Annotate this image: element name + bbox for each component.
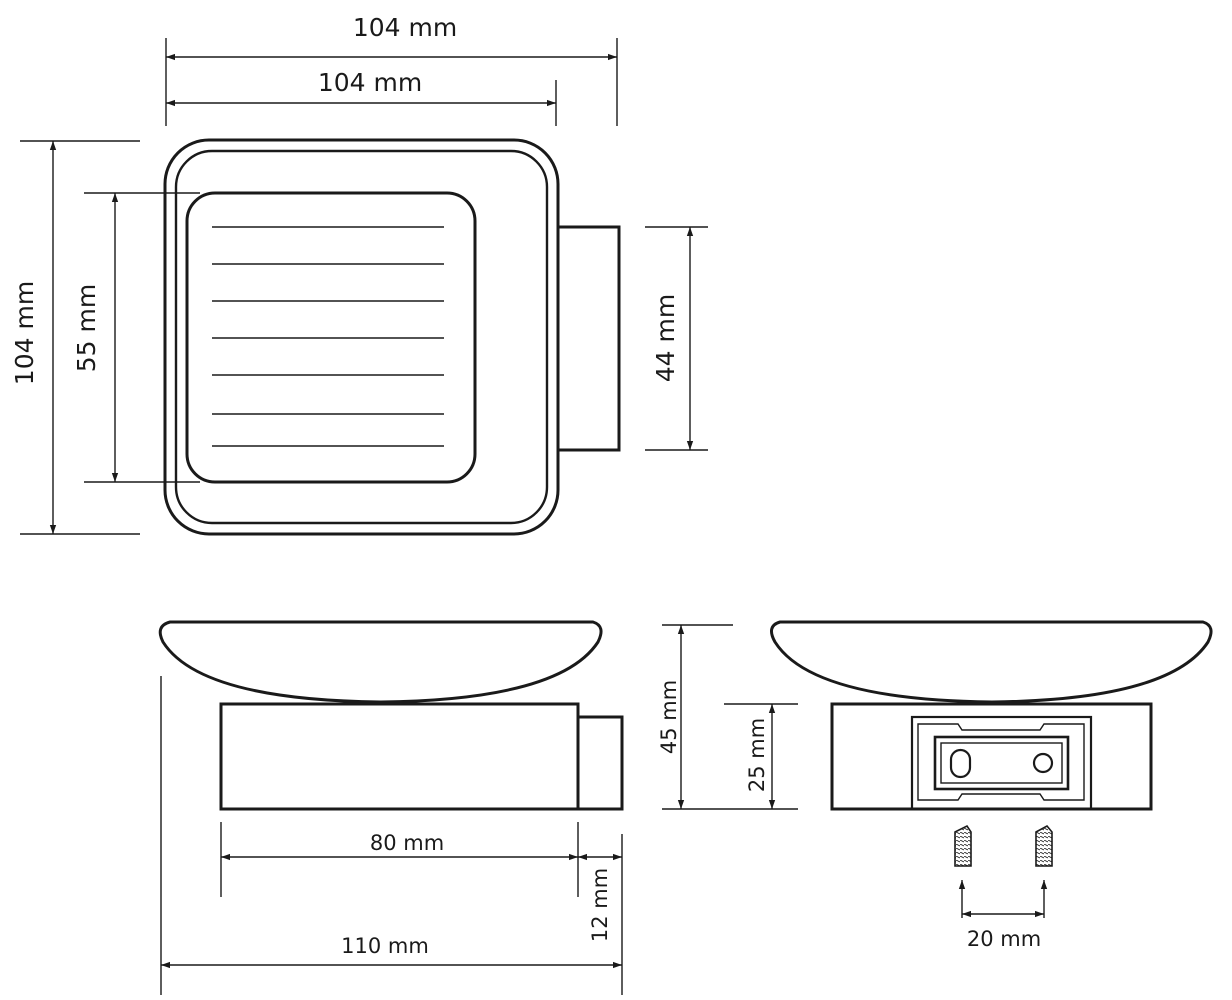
screw-right	[1035, 824, 1053, 867]
side-base-block	[830, 702, 1153, 811]
dimension-label-overall-width: 104 mm	[353, 13, 457, 42]
soap-insert	[185, 191, 477, 484]
dimension-label-base-height: 25 mm	[745, 718, 769, 792]
dimension-label-side-height: 45 mm	[657, 680, 681, 754]
dimension-label-overall-height: 104 mm	[10, 281, 39, 385]
dimension-insert-height: 55 mm	[72, 192, 200, 483]
dish-bowl	[158, 620, 603, 704]
dimension-side-height: 45 mm	[657, 624, 798, 810]
dimension-mount-height: 44 mm	[645, 226, 708, 451]
wall-mount-block	[558, 225, 621, 452]
top-view: 104 mm 104 mm 104 mm 55 mm 44 mm	[10, 13, 708, 536]
front-view: 80 mm 12 mm 110 mm	[158, 620, 624, 995]
slot-hole	[949, 748, 972, 779]
dimension-base-width: 80 mm	[220, 822, 579, 897]
dimension-label-insert-height: 55 mm	[72, 284, 101, 372]
dimension-inner-width: 104 mm	[166, 68, 557, 126]
dimension-label-base-width: 80 mm	[370, 831, 444, 855]
dimension-screw-spacing: 20 mm	[958, 880, 1048, 951]
base-block	[219, 702, 580, 811]
mount-plate	[576, 715, 624, 811]
side-view: 45 mm 25 mm 20 mm	[657, 620, 1213, 951]
tray-outer-outline	[163, 138, 560, 536]
round-hole	[1032, 752, 1054, 774]
screw-left	[954, 824, 972, 867]
dimension-label-mount-depth: 12 mm	[588, 868, 612, 942]
mounting-bracket	[910, 715, 1093, 811]
dimension-overall-depth: 110 mm	[160, 676, 622, 995]
tray-inner-outline	[174, 149, 549, 525]
dimension-label-inner-width: 104 mm	[318, 68, 422, 97]
dimension-label-screw-spacing: 20 mm	[967, 927, 1041, 951]
dimension-overall-height: 104 mm	[10, 140, 140, 535]
insert-grill-lines	[212, 226, 444, 447]
side-dish-bowl	[769, 620, 1213, 704]
dimension-label-overall-depth: 110 mm	[341, 934, 429, 958]
dimension-label-mount-height: 44 mm	[651, 294, 680, 382]
dimension-base-height: 25 mm	[724, 703, 798, 809]
dimension-mount-depth: 12 mm	[578, 834, 623, 995]
dimension-overall-width: 104 mm	[165, 13, 618, 126]
